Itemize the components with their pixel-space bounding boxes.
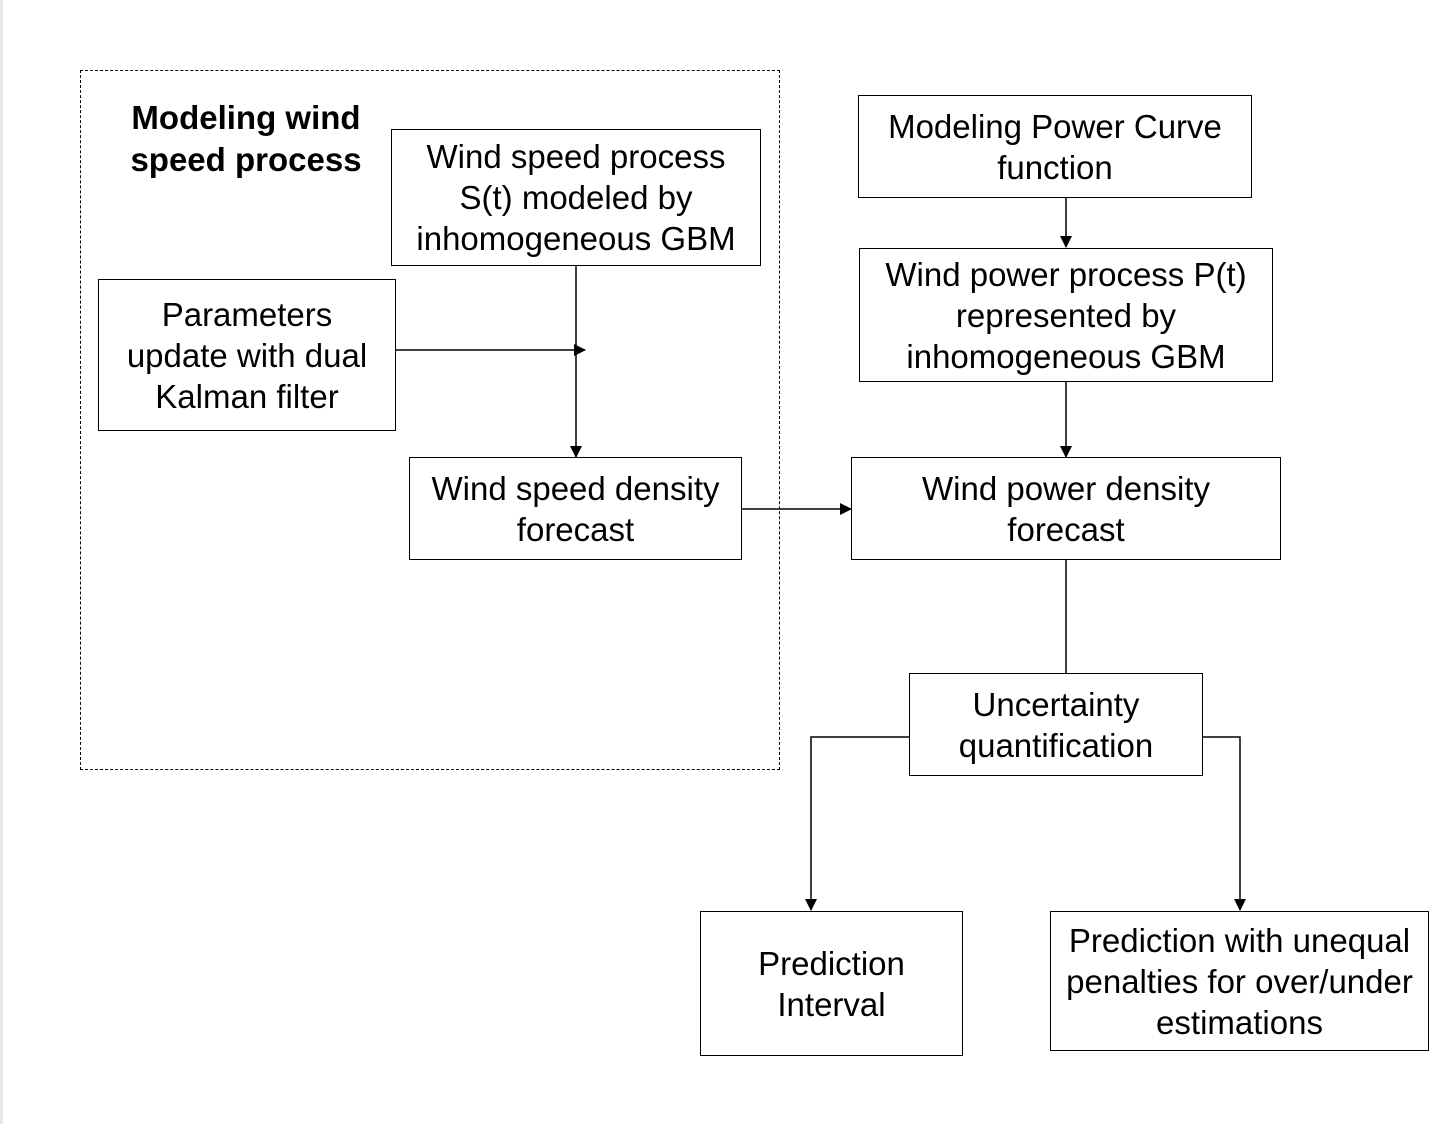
group-title: Modeling wind speed process [130,99,362,178]
node-parameters-update: Parameters update with dual Kalman filte… [98,279,396,431]
node-prediction-interval: Prediction Interval [700,911,963,1056]
left-edge-strip [0,0,3,1124]
wind-speed-group-frame [80,70,780,770]
node-modeling-power-curve: Modeling Power Curve function [858,95,1252,198]
node-wind-power-process: Wind power process P(t) represented by i… [859,248,1273,382]
node-wind-speed-density-forecast: Wind speed density forecast [409,457,742,560]
node-wind-power-density-forecast: Wind power density forecast [851,457,1281,560]
node-wind-speed-process: Wind speed process S(t) modeled by inhom… [391,129,761,266]
node-uncertainty-quantification: Uncertainty quantification [909,673,1203,776]
node-unequal-penalties: Prediction with unequal penalties for ov… [1050,911,1429,1051]
arrow-uncertainty-to-prediction-interval [805,736,909,911]
arrow-uncertainty-to-unequal-penalties [1202,736,1246,911]
